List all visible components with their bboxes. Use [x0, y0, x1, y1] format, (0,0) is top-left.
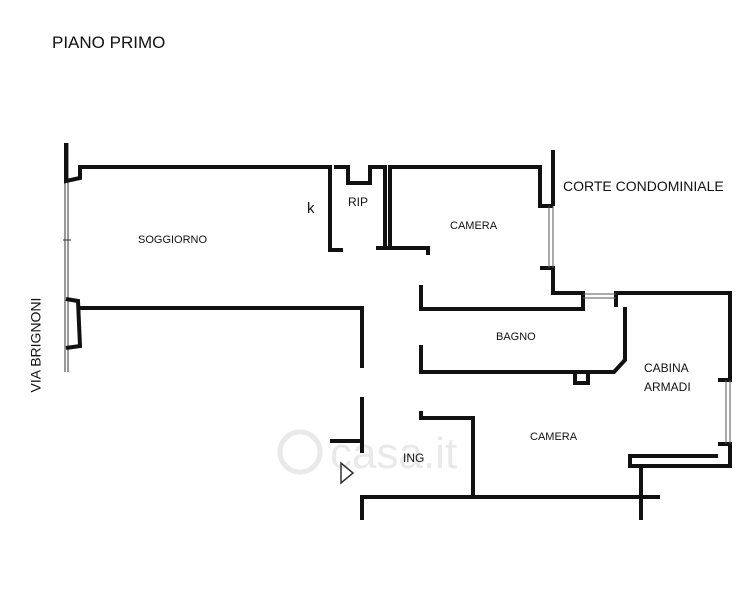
room-ripostiglio: RIP — [348, 195, 369, 209]
room-camera-1: CAMERA — [450, 220, 498, 232]
street-label: VIA BRIGNONI — [27, 297, 44, 393]
room-ingresso: ING — [403, 451, 425, 465]
room-cabina-line1: CABINA — [644, 361, 689, 375]
room-camera-2: CAMERA — [530, 431, 578, 443]
entrance-arrow-icon — [340, 461, 355, 485]
plan-title: PIANO PRIMO — [52, 33, 166, 52]
svg-text:casa.it: casa.it — [330, 429, 457, 478]
room-bagno: BAGNO — [496, 331, 536, 343]
room-soggiorno: SOGGIORNO — [138, 234, 208, 246]
room-cabina-line2: ARMADI — [644, 380, 691, 394]
courtyard-label: CORTE CONDOMINIALE — [563, 178, 724, 194]
windows — [548, 206, 731, 444]
watermark-logo: casa.it — [277, 429, 457, 478]
room-kitchen: k — [307, 200, 315, 217]
